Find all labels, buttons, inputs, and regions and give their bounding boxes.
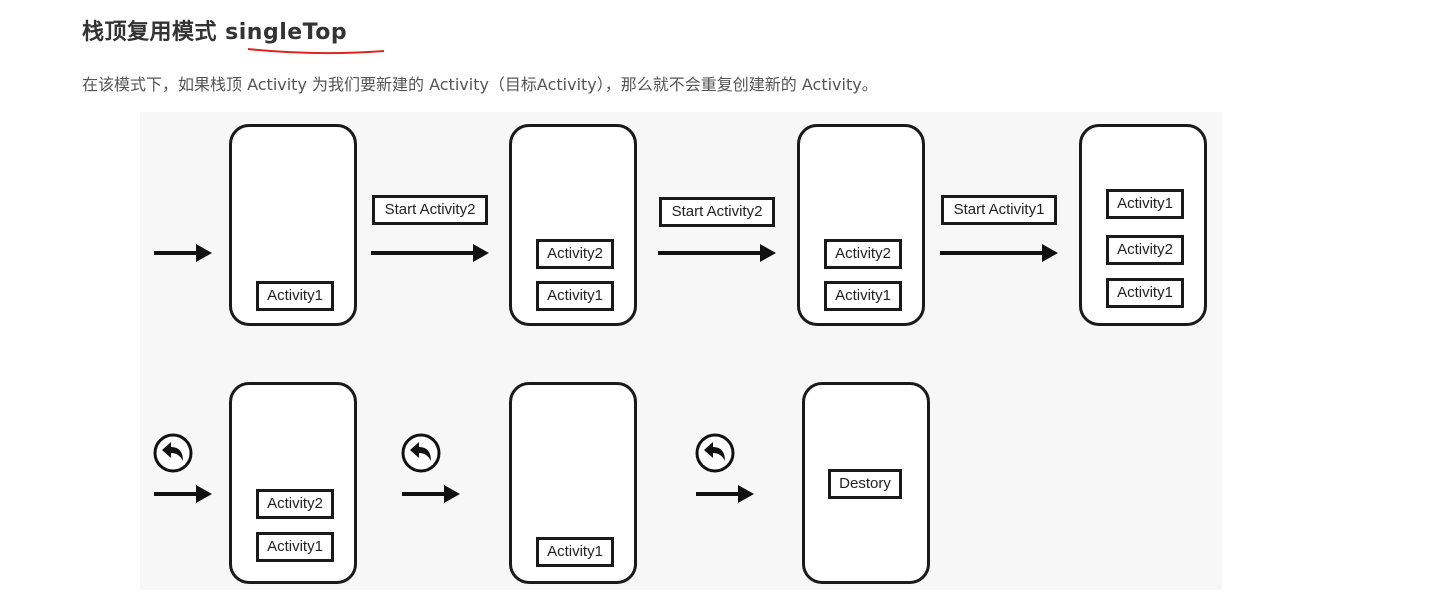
activity-box: Activity1 — [256, 281, 334, 311]
start-activity-label: Start Activity2 — [659, 197, 775, 227]
activity-box: Activity2 — [1106, 235, 1184, 265]
back-icon — [695, 433, 735, 473]
task-stack-7: Destory — [802, 382, 930, 584]
task-stack-1: Activity1 — [229, 124, 357, 326]
destroy-box: Destory — [828, 469, 902, 499]
activity-box: Activity1 — [256, 532, 334, 562]
start-activity-label: Start Activity2 — [372, 195, 488, 225]
activity-box: Activity1 — [824, 281, 902, 311]
page-title: 栈顶复用模式 singleTop — [82, 20, 348, 45]
right-arrow-icon — [402, 485, 460, 503]
activity-box: Activity2 — [256, 489, 334, 519]
activity-box: Activity1 — [1106, 189, 1184, 219]
start-activity-label: Start Activity1 — [941, 195, 1057, 225]
activity-box: Activity1 — [1106, 278, 1184, 308]
right-arrow-icon — [371, 244, 489, 262]
activity-box: Activity2 — [824, 239, 902, 269]
right-arrow-icon — [658, 244, 776, 262]
activity-box: Activity1 — [536, 281, 614, 311]
right-arrow-icon — [154, 485, 212, 503]
singletop-diagram: Activity1 Start Activity2 Activity2 Acti… — [140, 112, 1222, 590]
right-arrow-icon — [696, 485, 754, 503]
task-stack-4: Activity1 Activity2 Activity1 — [1079, 124, 1207, 326]
task-stack-5: Activity2 Activity1 — [229, 382, 357, 584]
right-arrow-icon — [940, 244, 1058, 262]
description-text: 在该模式下，如果栈顶 Activity 为我们要新建的 Activity（目标A… — [82, 75, 878, 94]
back-icon — [401, 433, 441, 473]
task-stack-2: Activity2 Activity1 — [509, 124, 637, 326]
right-arrow-icon — [154, 244, 212, 262]
task-stack-3: Activity2 Activity1 — [797, 124, 925, 326]
activity-box: Activity2 — [536, 239, 614, 269]
activity-box: Activity1 — [536, 537, 614, 567]
title-underline — [247, 48, 385, 55]
task-stack-6: Activity1 — [509, 382, 637, 584]
back-icon — [153, 433, 193, 473]
